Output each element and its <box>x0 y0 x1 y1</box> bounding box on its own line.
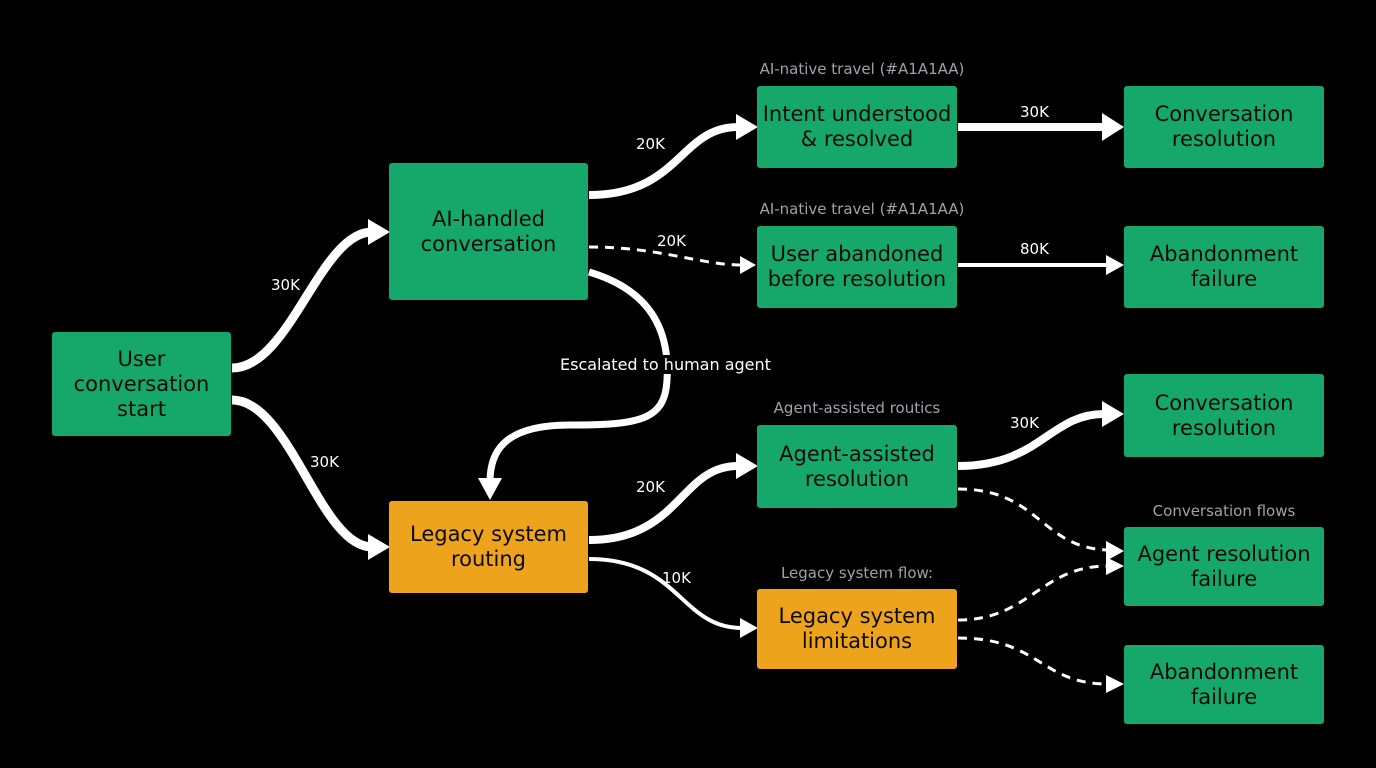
arrowhead-limitations-to-abandonment <box>1106 675 1124 693</box>
edge-label-abandoned-to-failure: 80K <box>1020 240 1049 258</box>
edge-start-to-ai <box>231 227 373 373</box>
arrowhead-escalation <box>478 478 502 500</box>
edge-ai-to-intent <box>588 123 739 199</box>
edge-label-ai-to-abandoned: 20K <box>657 232 686 250</box>
caption-ai-native-1: AI-native travel (#A1A1AA) <box>759 60 965 78</box>
edge-start-to-legacy <box>231 395 373 552</box>
node-conversation-resolution-1: Conversation resolution <box>1124 86 1324 168</box>
arrowhead-agent-to-resolution <box>1102 401 1124 427</box>
arrowhead-ai-to-abandoned <box>740 256 756 274</box>
edge-label-start-to-ai: 30K <box>271 276 300 294</box>
edge-limitations-to-abandonment <box>957 636 1109 686</box>
node-abandonment-failure-1: Abandonment failure <box>1124 226 1324 308</box>
node-abandonment-failure-2: Abandonment failure <box>1124 645 1324 724</box>
edge-limitations-to-failure <box>957 564 1109 622</box>
edge-label-start-to-legacy: 30K <box>310 453 339 471</box>
caption-agent-assisted: Agent-assisted routics <box>773 399 941 417</box>
edge-ai-to-abandoned <box>588 245 743 267</box>
node-user-conversation-start: User conversation start <box>52 332 231 436</box>
edge-legacy-to-agent <box>588 462 739 544</box>
arrowhead-legacy-to-agent <box>736 453 758 479</box>
edge-agent-to-resolution <box>957 410 1105 470</box>
caption-legacy-flows: Legacy system flow: <box>780 564 934 582</box>
edge-label-ai-to-intent: 20K <box>636 135 665 153</box>
edge-label-agent-to-resolution: 30K <box>1010 414 1039 432</box>
node-conversation-resolution-2: Conversation resolution <box>1124 374 1324 457</box>
edge-legacy-to-limitations <box>588 557 743 630</box>
node-legacy-system-routing: Legacy system routing <box>389 501 588 593</box>
arrowhead-agent-to-failure <box>1106 541 1124 561</box>
arrowhead-ai-to-intent <box>736 114 758 140</box>
arrowhead-limitations-to-failure <box>1106 557 1124 575</box>
node-ai-handled-conversation: AI-handled conversation <box>389 163 588 300</box>
node-agent-resolution-failure: Agent resolution failure <box>1124 527 1324 606</box>
arrowhead-start-to-legacy <box>368 534 390 560</box>
node-intent-understood-resolved: Intent understood & resolved <box>757 86 957 168</box>
arrowhead-abandoned-to-failure <box>1106 255 1124 275</box>
caption-conversation-flows: Conversation flows <box>1152 502 1296 520</box>
node-user-abandoned: User abandoned before resolution <box>757 226 957 308</box>
edge-label-escalation: Escalated to human agent <box>558 355 773 374</box>
arrowhead-intent-to-resolution <box>1102 113 1124 141</box>
caption-ai-native-2: AI-native travel (#A1A1AA) <box>759 200 965 218</box>
edge-label-intent-to-resolution: 30K <box>1020 103 1049 121</box>
arrowhead-start-to-ai <box>368 219 390 245</box>
edge-label-legacy-to-agent: 20K <box>636 478 665 496</box>
node-legacy-system-limitations: Legacy system limitations <box>757 589 957 669</box>
arrowhead-legacy-to-limitations <box>740 618 758 638</box>
edge-escalation <box>486 268 671 483</box>
edge-label-legacy-to-limitations: 10K <box>662 569 691 587</box>
node-agent-assisted-resolution: Agent-assisted resolution <box>757 425 957 508</box>
edge-agent-to-failure <box>957 487 1109 552</box>
